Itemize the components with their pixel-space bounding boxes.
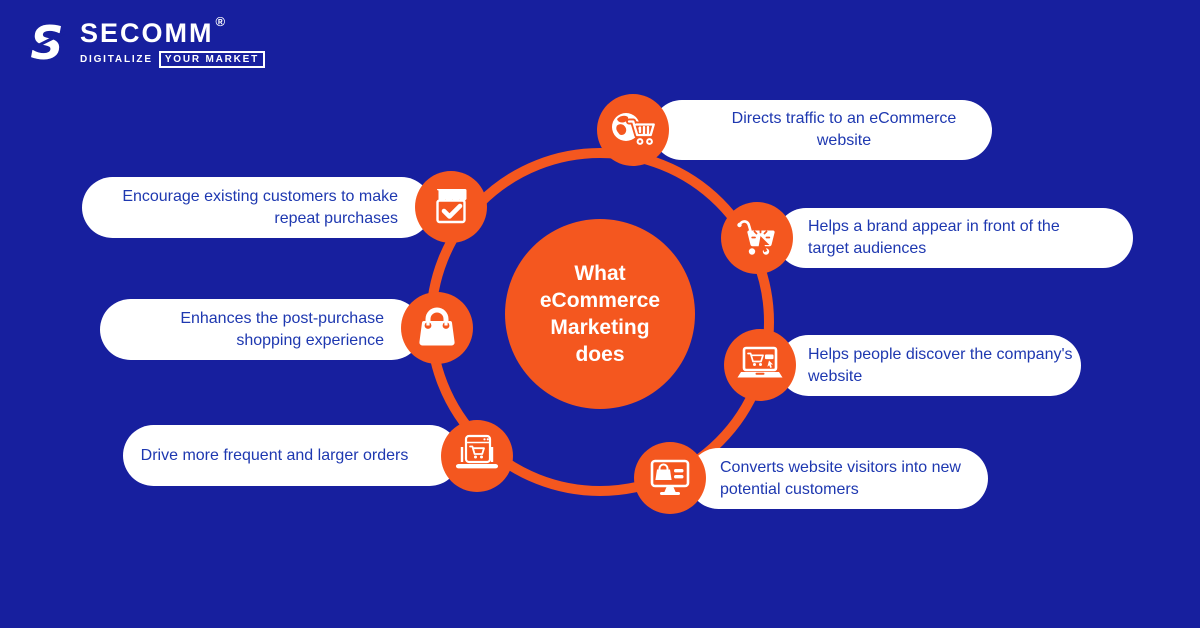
cart-cursor-icon [737, 220, 775, 255]
node-directs-traffic [597, 94, 669, 166]
center-title-line: What [574, 262, 626, 285]
laptop-cart-icon [737, 346, 783, 378]
center-title-line: Marketing [550, 316, 650, 339]
label-converts-visitors: Converts website visitors into new poten… [688, 448, 988, 509]
label-text: Helps people discover the company's [808, 345, 1073, 363]
label-text: target audiences [808, 240, 927, 257]
node-brand-appear [721, 202, 793, 274]
node-discover-website [724, 329, 796, 401]
label-text: Enhances the post-purchase [180, 309, 384, 327]
label-post-purchase: Enhances the post-purchase shopping expe… [100, 299, 422, 360]
shopping-bag-icon [419, 307, 455, 346]
label-drive-orders: Drive more frequent and larger orders [123, 425, 460, 486]
center-title-line: does [575, 343, 625, 366]
secomm-logo: S SECOMM ® DIGITALIZE YOUR MARKET [24, 14, 266, 68]
node-repeat-purchases [415, 171, 487, 243]
bag-check-icon [436, 189, 467, 224]
registered-trademark: ® [215, 14, 226, 29]
monitor-bag-icon [650, 459, 690, 495]
label-text: Encourage existing customers to make [122, 187, 398, 205]
tagline-digitalize: DIGITALIZE [80, 54, 153, 65]
globe-cart-icon [612, 113, 657, 148]
brand-wordmark: SECOMM [80, 18, 214, 48]
center-title-line: eCommerce [539, 289, 661, 312]
label-directs-traffic: Directs traffic to an eCommerce website [652, 100, 992, 160]
label-text: Drive more frequent and larger orders [140, 446, 409, 464]
secomm-s-logo-icon: S [28, 18, 66, 66]
node-post-purchase [401, 292, 473, 364]
tagline-your-market: YOUR MARKET [158, 51, 266, 68]
label-text: repeat purchases [274, 209, 398, 227]
label-brand-appear: Helps a brand appear in front of the tar… [776, 208, 1133, 268]
center-title-circle: What eCommerce Marketing does [505, 219, 695, 409]
label-repeat-purchases: Encourage existing customers to make rep… [82, 177, 432, 238]
label-text: Converts website visitors into new [720, 458, 961, 476]
label-text: Directs traffic to an eCommerce website [731, 110, 957, 149]
node-drive-orders [441, 420, 513, 492]
label-text: Helps a brand appear in front of the [808, 218, 1060, 235]
brand-tagline: DIGITALIZE YOUR MARKET [80, 51, 266, 68]
label-text: website [808, 367, 863, 385]
label-text: shopping experience [236, 331, 384, 349]
laptop-browser-cart-icon [456, 434, 498, 469]
label-discover-website: Helps people discover the company's webs… [778, 335, 1081, 396]
node-converts-visitors [634, 442, 706, 514]
label-text: potential customers [720, 480, 859, 498]
